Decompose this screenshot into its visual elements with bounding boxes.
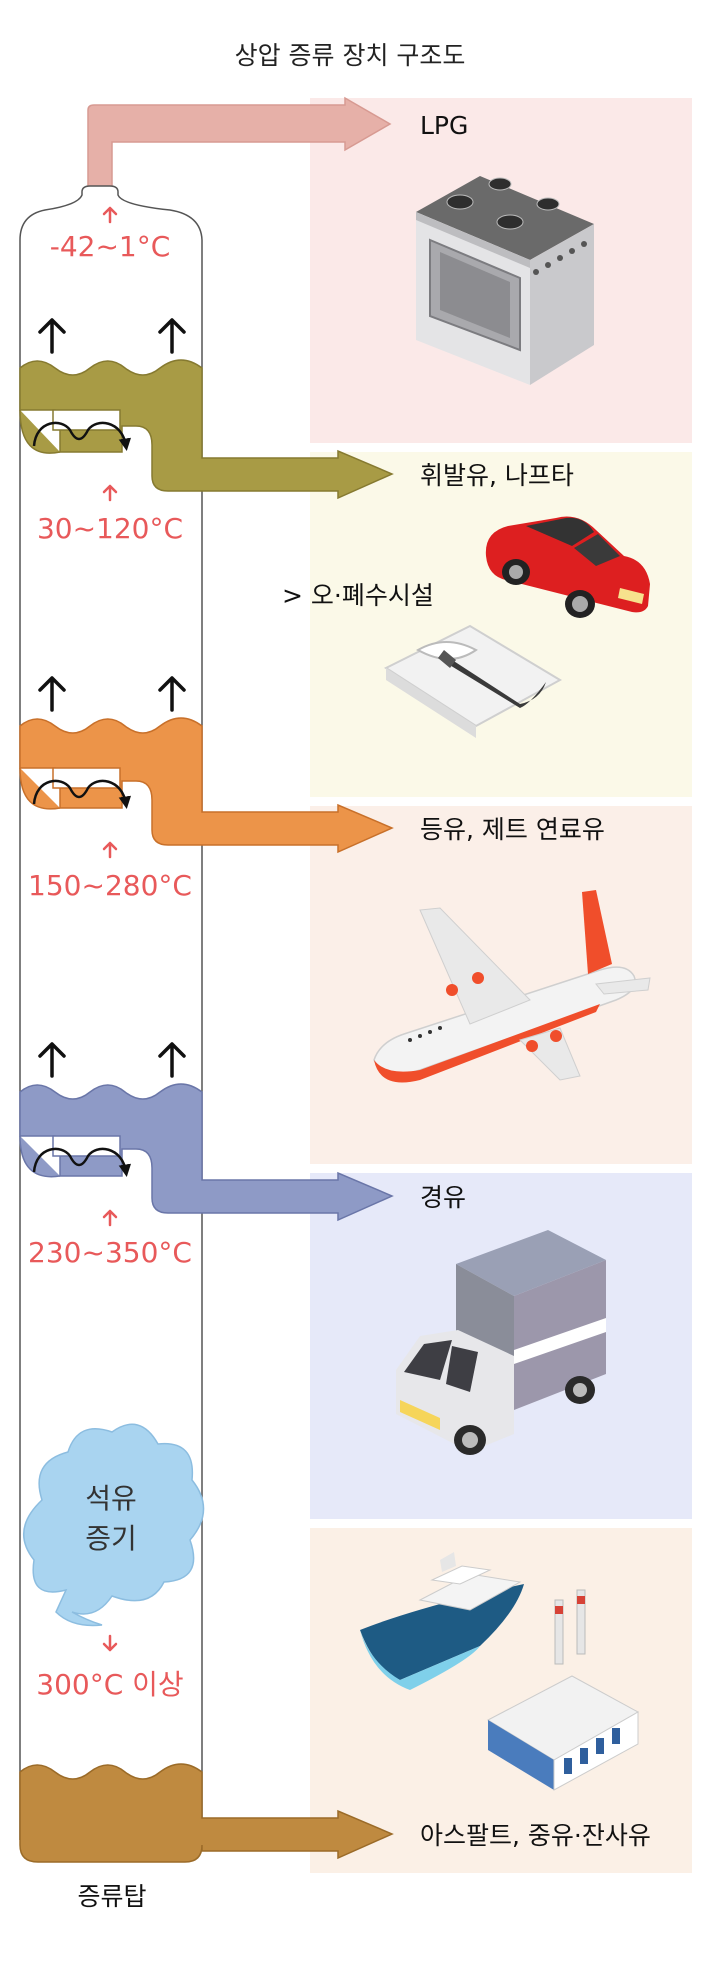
airplane-icon <box>373 890 651 1083</box>
gasoline-panel <box>310 452 692 797</box>
tower-label: 증류탑 <box>77 1882 146 1911</box>
lpg-pipe-arrow <box>87 96 392 199</box>
up-arrow-icon <box>38 676 66 712</box>
diesel-tray <box>19 1083 394 1222</box>
up-arrow-icon <box>158 318 186 354</box>
diagram-title: 상압 증류 장치 구조도 <box>235 41 466 70</box>
up-arrow-icon <box>38 318 66 354</box>
temp-lpg: -42~1°C <box>50 230 171 263</box>
annotation-wastewater: > 오·폐수시설 <box>282 581 434 610</box>
product-lpg: LPG <box>420 111 468 140</box>
up-arrow-icon <box>158 1042 186 1078</box>
residue-bottom <box>19 1763 394 1863</box>
bubble-cap-icon <box>32 421 132 451</box>
gas-stove-icon <box>416 176 594 385</box>
temp-arrows <box>102 206 118 1652</box>
up-arrow-icon <box>38 1042 66 1078</box>
up-arrow-icon <box>158 676 186 712</box>
car-icon <box>485 516 650 618</box>
vapor-label-line1: 석유 <box>85 1482 137 1515</box>
factory-icon <box>486 1589 640 1791</box>
product-kerosene: 등유, 제트 연료유 <box>420 815 605 844</box>
shirt-icon <box>383 624 563 738</box>
vapor-label-line2: 증기 <box>85 1522 137 1555</box>
bubble-cap-icon <box>32 1147 132 1177</box>
truck-icon <box>396 1230 606 1455</box>
vapor-arrows <box>38 318 186 1078</box>
product-asphalt: 아스팔트, 중유·잔사유 <box>420 1821 651 1850</box>
gasoline-tray <box>19 359 394 500</box>
vapor-cloud: 석유 증기 <box>22 1423 205 1627</box>
bubble-cap-icon <box>32 779 132 809</box>
product-gasoline: 휘발유, 나프타 <box>420 461 574 490</box>
product-diesel: 경유 <box>420 1183 466 1212</box>
temp-residue: 300°C 이상 <box>36 1668 183 1701</box>
temp-gasoline: 30~120°C <box>37 512 183 545</box>
temp-diesel: 230~350°C <box>28 1236 192 1269</box>
distillation-tower <box>19 185 203 1840</box>
kerosene-tray <box>19 717 394 854</box>
ship-icon <box>360 1552 524 1690</box>
temp-kerosene: 150~280°C <box>28 869 192 902</box>
